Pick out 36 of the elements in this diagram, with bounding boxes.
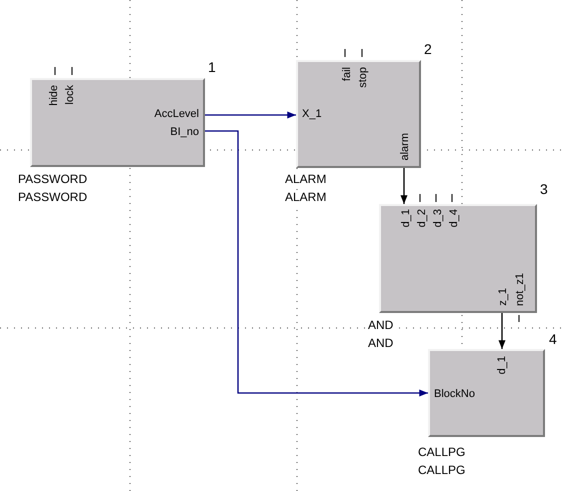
pin-label: AccLevel	[154, 108, 199, 120]
pin-label: d_1	[496, 356, 508, 374]
pin-label: BI_no	[170, 126, 199, 138]
connector	[400, 168, 408, 204]
function-block	[428, 349, 545, 437]
connector	[205, 130, 428, 396]
pin-label: d_4	[448, 209, 460, 228]
block-number: 4	[549, 332, 557, 346]
function-block	[296, 60, 421, 168]
pin-label: alarm	[399, 133, 411, 161]
block-type-label: ALARM	[285, 190, 326, 204]
block-type-label: PASSWORD	[18, 190, 88, 204]
block-type-label: ALARM	[285, 172, 326, 186]
function-block	[379, 204, 537, 313]
pin-label: BlockNo	[434, 388, 475, 400]
block-number: 3	[540, 182, 548, 196]
block-type-label: CALLPG	[418, 445, 466, 459]
block-type-label: PASSWORD	[18, 172, 88, 186]
pin-label: d_2	[416, 209, 428, 228]
pin-label: stop	[357, 67, 369, 88]
pin-label: d_1	[400, 209, 412, 228]
function-block	[30, 78, 205, 167]
connector	[205, 112, 296, 118]
block-type-label: AND	[368, 318, 394, 332]
pin-label: fail	[341, 67, 353, 82]
pin-label: not_z1	[514, 272, 526, 306]
block-type-label: AND	[368, 336, 394, 350]
block-type-label: CALLPG	[418, 463, 466, 477]
pin-label: z_1	[497, 288, 509, 306]
pin-label: hide	[48, 85, 60, 106]
pin-label: X_1	[302, 108, 322, 120]
pin-label: d_3	[432, 209, 444, 228]
block-number: 1	[208, 60, 216, 74]
block-number: 2	[424, 42, 432, 56]
pin-label: lock	[64, 85, 76, 105]
connector	[498, 313, 506, 349]
